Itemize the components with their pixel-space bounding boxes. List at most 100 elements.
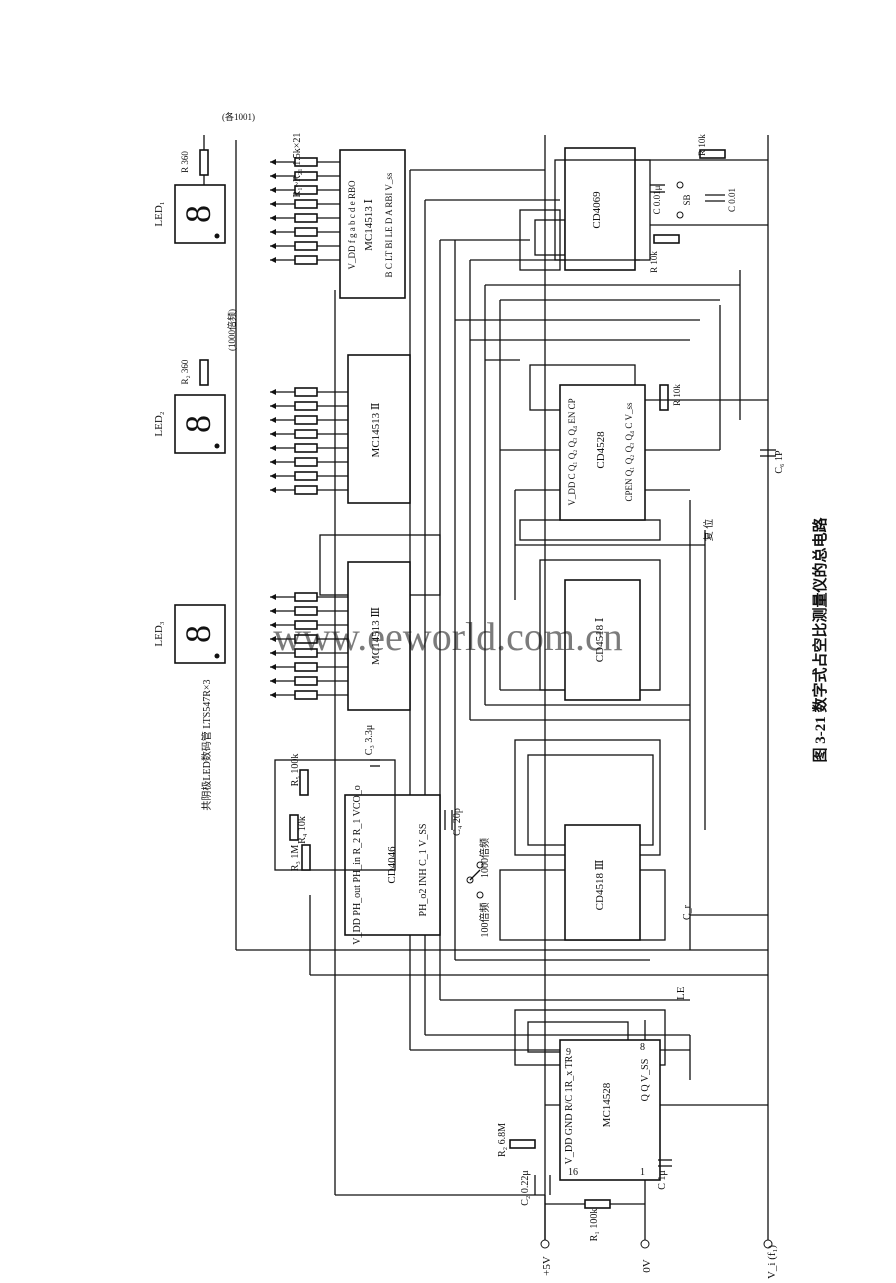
capacitor-c5: C 0.01μ [652,185,662,214]
segment-resistor [294,620,318,630]
chip-mc14513-i: MC14513 Ⅰ V_DD f g a b c d e RBO B C LT … [339,149,406,299]
chip-mc14528: MC14528 V_DD GND R/C 1R_x TR Q Q V_SS 16… [559,1039,661,1181]
pin-number: 16 [568,1167,578,1178]
arrow-icon [270,417,276,423]
chip-label: MC14528 [601,1082,613,1127]
segment-resistor [294,634,318,644]
segment-resistor [294,255,318,265]
chip-cd4046: CD4046 V_DD PH_out PH_in R_2 R_1 VCO_o P… [344,785,441,945]
label-cr: C_r [682,904,693,920]
resistor-led1: R 360 [180,151,190,173]
capacitor-c2: C₂ 0.22μ [520,1170,531,1206]
led-display-2: 8 LED₂ R₂ 360 (1000倍频) [153,309,237,454]
svg-text:8: 8 [178,205,218,223]
led-type-note: 共阴极LED数码管 LTS547R×3 [200,679,213,810]
segment-resistor [294,606,318,616]
led-label: LED₂ [153,411,165,436]
pin-number: 9 [566,1047,571,1058]
label-le: LE [675,986,687,1000]
chip-cd4528: CD4528 V_DD C Q₁ Q₂ Q₃ Q₄ EN CP CPEN Q₁ … [559,384,646,521]
segment-resistor [294,662,318,672]
resistor-led2: R₂ 360 [180,359,190,384]
arrow-icon [270,692,276,698]
resistor-r5: R₅ 100k [290,754,301,787]
switch-x1000-label: 1000倍频 [478,838,491,878]
chip-label: CD4046 [386,846,398,884]
segment-resistor [294,199,318,209]
label-reset: 复 位 [702,519,715,542]
arrow-icon [270,159,276,165]
segment-resistor [294,457,318,467]
arrow-icon [270,243,276,249]
switch-sb: SB [682,194,692,205]
svg-text:8: 8 [178,415,218,433]
resistor-r4: R₄ 10k [297,816,308,844]
resistor-r1: R₁ 100k [589,1209,600,1242]
resistor-r2: R₂ 6.8M [497,1123,508,1157]
arrow-icon [270,187,276,193]
arrow-icon [270,389,276,395]
chip-cd4518-iii: CD4518 Ⅲ [564,824,641,941]
resistor-array-label: R₁~R₂₁ 1.5k×21 [292,133,303,198]
chip-label: MC14513 Ⅲ [370,607,382,665]
chip-pins-left: V_DD C Q₁ Q₂ Q₃ Q₄ EN CP [567,398,577,505]
power-rails [235,135,769,1240]
terminal-vdd: +5V [541,1256,553,1276]
chip-cd4518-i: CD4518 Ⅰ [564,579,641,701]
arrow-icon [270,173,276,179]
segment-resistor [294,171,318,181]
arrow-icon [270,431,276,437]
terminal-input: V_i (f₁) [766,1245,778,1279]
led-label: LED₁ [153,201,165,226]
arrow-icon [270,459,276,465]
arrow-icon [270,215,276,221]
svg-text:8: 8 [178,625,218,643]
led-display-1: 8 LED₁ R 360 (各1001) [153,111,255,244]
chip-pins-left: V_DD PH_out PH_in R_2 R_1 VCO_o [352,785,363,945]
arrow-icon [270,403,276,409]
segment-resistor [294,592,318,602]
arrow-icon [270,622,276,628]
chip-pins-right: CPEN Q₁ Q₂ Q₃ Q₄ C V_ss [624,402,634,501]
switch-x100-label: 100倍频 [478,903,491,938]
arrow-icon [270,487,276,493]
resistor-r8: R 10k [649,251,659,273]
arrow-icon [270,445,276,451]
chip-label: CD4518 Ⅰ [594,618,606,662]
chip-pins-left: V_DD GND R/C 1R_x TR [564,1055,575,1164]
watermark: www.eeworld.com.cn [273,614,623,659]
chip-pins-right: Q Q V_SS [640,1059,651,1102]
chip-mc14513-iii: MC14513 Ⅲ [347,561,411,711]
segment-resistor [294,185,318,195]
arrow-icon [270,664,276,670]
arrow-icon [270,594,276,600]
segment-resistors [270,157,348,700]
segment-resistor [294,227,318,237]
figure-caption: 图 3-21 数字式占空比测量仪的总电路 [811,517,829,763]
arrow-icon [270,678,276,684]
segment-resistor [294,241,318,251]
capacitor-c6: C₆ 1P [774,450,785,474]
capacitor-c3: C₃ 3.3μ [364,725,375,756]
arrow-icon [270,636,276,642]
resistor-r3: R₃ 1M [290,845,301,872]
chip-label: CD4518 Ⅲ [594,860,606,911]
segment-resistor [294,690,318,700]
arrow-icon [270,650,276,656]
capacitor-c7: C 0.01 [727,188,737,212]
segment-resistor [294,471,318,481]
resistor-r7: R 10k [697,134,707,156]
arrow-icon [270,473,276,479]
arrow-icon [270,608,276,614]
switch-s2-label: (1000倍频) [226,309,237,351]
cd4528-rc: R 10k C₆ 1P 复 位 C_r [645,384,785,920]
segment-resistor [294,648,318,658]
pin-number: 8 [640,1042,645,1053]
segment-resistor [294,157,318,167]
chip-pins-left: V_DD f g a b c d e RBO [347,180,357,269]
capacitor-c1: C 1μ [657,1170,668,1190]
arrow-icon [270,229,276,235]
input-terminals: +5V 0V V_i (f₁) R₁ 100k R₂ 6.8M C₂ 0.22μ… [497,986,778,1279]
arrow-icon [270,201,276,207]
